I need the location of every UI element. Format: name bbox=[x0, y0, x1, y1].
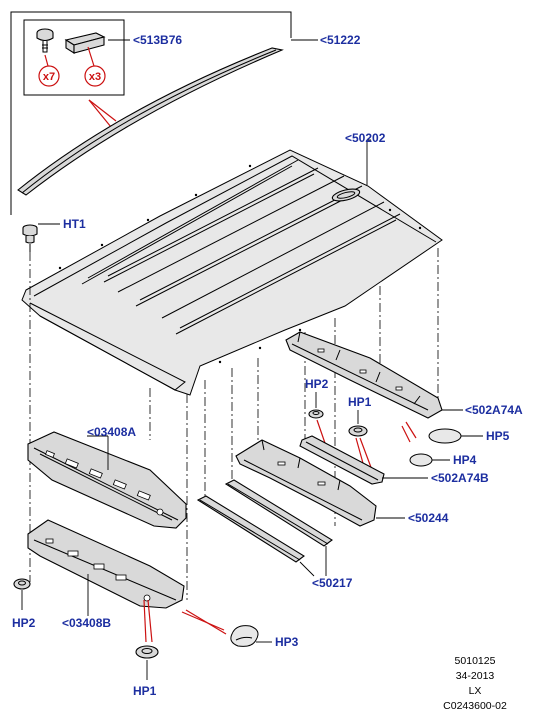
bracket-502A74B bbox=[299, 435, 385, 485]
callout-51222: <51222 bbox=[320, 33, 361, 47]
callout-03408B: <03408B bbox=[62, 616, 111, 630]
rail-50217 bbox=[196, 479, 333, 563]
callout-50244: <50244 bbox=[408, 511, 449, 525]
clip-quantity-text: x7 bbox=[43, 71, 55, 83]
roof-moulding-strip bbox=[17, 47, 284, 196]
grommet-hp2-lower bbox=[13, 578, 31, 590]
callout-hp5: HP5 bbox=[486, 429, 510, 443]
callout-502A74A: <502A74A bbox=[465, 403, 523, 417]
callout-502A74B: <502A74B bbox=[431, 471, 489, 485]
footer-model-code: LX bbox=[469, 685, 482, 697]
roof-panel bbox=[21, 149, 443, 396]
callout-hp1-middle: HP1 bbox=[348, 395, 372, 409]
panel-03408B bbox=[27, 519, 185, 609]
callout-03408A: <03408A bbox=[87, 425, 136, 439]
callout-513B76: <513B76 bbox=[133, 33, 182, 47]
crossmember-50244 bbox=[235, 439, 377, 527]
callout-hp4: HP4 bbox=[453, 453, 477, 467]
footer-ref-number: 5010125 bbox=[455, 655, 496, 667]
grommet-hp2-upper bbox=[308, 409, 324, 419]
reference-footer: 5010125 34-2013 LX C0243600-02 bbox=[443, 655, 507, 712]
pad-hp3 bbox=[230, 625, 259, 647]
pad-hp5 bbox=[428, 428, 462, 444]
alignment-lines bbox=[29, 248, 439, 600]
footer-illustration-id: C0243600-02 bbox=[443, 700, 507, 712]
clip-quantity-badge: x7 bbox=[38, 54, 60, 87]
block-icon bbox=[64, 32, 106, 54]
callout-ht1: HT1 bbox=[63, 217, 86, 231]
block-quantity-text: x3 bbox=[89, 71, 101, 83]
callout-50202: <50202 bbox=[345, 131, 386, 145]
panel-03408A bbox=[27, 431, 187, 529]
block-quantity-badge: x3 bbox=[84, 46, 106, 87]
clip-icon bbox=[36, 28, 54, 53]
callout-hp3: HP3 bbox=[275, 635, 299, 649]
grommet-hp1-middle bbox=[348, 425, 368, 437]
footer-date-code: 34-2013 bbox=[456, 670, 495, 682]
pad-hp4 bbox=[409, 453, 433, 467]
callout-50217: <50217 bbox=[312, 576, 353, 590]
callout-hp2-upper: HP2 bbox=[305, 377, 329, 391]
grommet-hp1-lower bbox=[135, 645, 159, 659]
fastener-ht1 bbox=[22, 224, 38, 252]
moulding-red-indicators bbox=[88, 99, 117, 128]
callout-hp2-lower: HP2 bbox=[12, 616, 36, 630]
callout-hp1-lower: HP1 bbox=[133, 684, 157, 698]
